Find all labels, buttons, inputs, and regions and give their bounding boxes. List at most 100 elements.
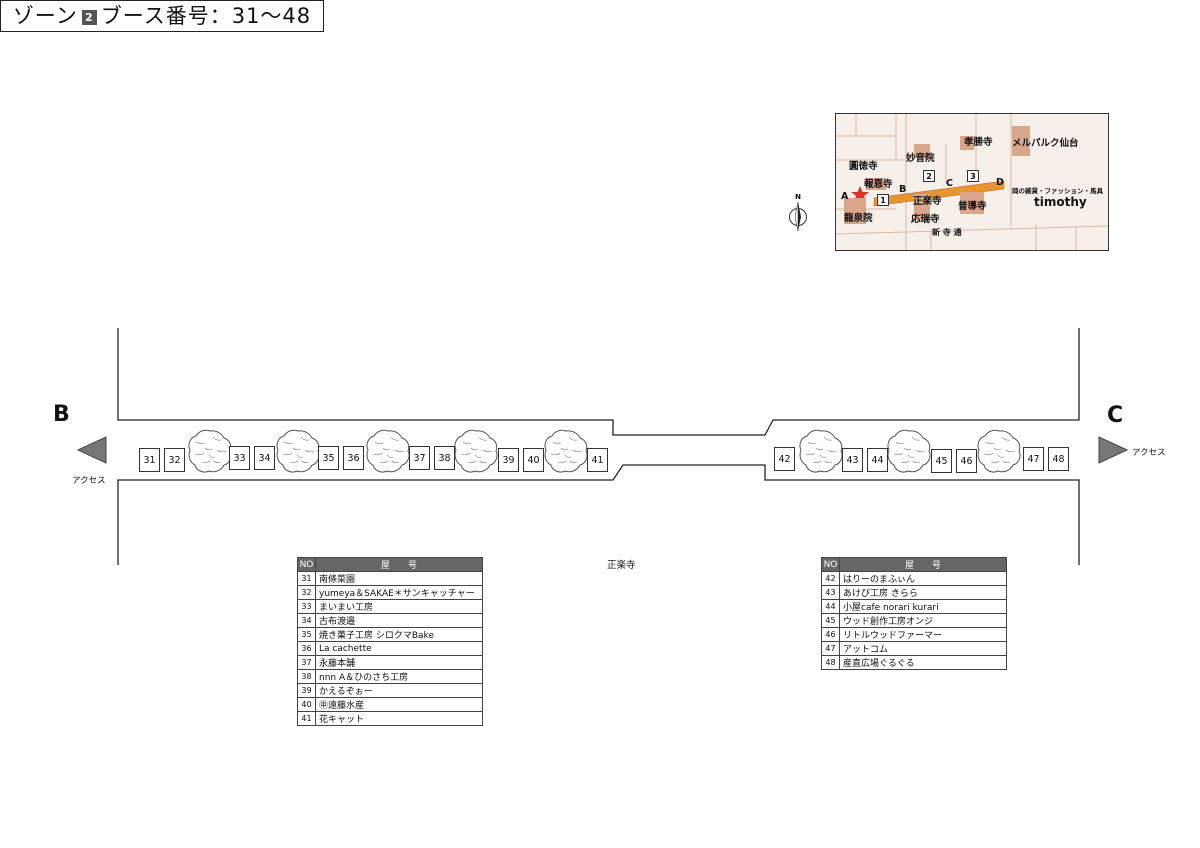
label-street: 新 寺 通: [932, 228, 962, 237]
zone-number-badge: 2: [81, 10, 97, 25]
booth-48[interactable]: 48: [1048, 447, 1069, 471]
shop-name-cell: まいまい工房: [315, 599, 483, 614]
booth-number-cell: 32: [297, 585, 316, 600]
shop-name-cell: nnn A＆ひのさち工房: [315, 669, 483, 684]
shop-name-cell: 焼き菓子工房 シロクマBake: [315, 627, 483, 642]
booth-39[interactable]: 39: [498, 448, 519, 472]
zone-1-marker: 1: [877, 194, 889, 206]
booth-37[interactable]: 37: [409, 446, 430, 470]
label-shorakuji: 正楽寺: [913, 196, 942, 207]
shop-name-cell: かえるぞぉー: [315, 683, 483, 698]
booth-number-cell: 47: [821, 641, 840, 656]
table-header-name: 屋 号: [839, 557, 1007, 572]
shop-name-cell: はりーのまふぃん: [839, 571, 1007, 586]
booth-number-cell: 34: [297, 613, 316, 628]
tree-icon: [976, 428, 1022, 474]
shop-name-cell: あけび工房 きらら: [839, 585, 1007, 600]
building-parco: [1012, 126, 1030, 156]
booth-34[interactable]: 34: [254, 446, 275, 470]
booth-40[interactable]: 40: [523, 448, 544, 472]
point-b: B: [899, 184, 907, 195]
compass-n-label: N: [795, 193, 801, 201]
booth-41[interactable]: 41: [587, 448, 608, 472]
entrance-b-access-label: アクセス: [72, 476, 106, 486]
booth-46[interactable]: 46: [956, 449, 977, 473]
label-ozuiji: 応瑞寺: [911, 214, 940, 225]
shop-name-cell: アットコム: [839, 641, 1007, 656]
booth-number-cell: 45: [821, 613, 840, 628]
left-access-arrow: [76, 436, 107, 464]
north-compass-icon: N: [789, 193, 807, 232]
building-koshoji: [960, 136, 974, 150]
label-entokuji: 圓徳寺: [849, 161, 878, 172]
booth-number-cell: 39: [297, 683, 316, 698]
shop-name-cell: La cachette: [315, 641, 483, 656]
booth-number-cell: 44: [821, 599, 840, 614]
route-stripe: [873, 180, 1005, 207]
label-ryusenin: 龍泉院: [844, 213, 873, 224]
shop-name-cell: リトルウッドファーマー: [839, 627, 1007, 642]
title-suffix: ブース番号：31〜48: [100, 4, 312, 28]
booth-42[interactable]: 42: [774, 447, 795, 471]
label-hoonji: 報恩寺: [864, 179, 893, 190]
building-myoonin: [914, 144, 930, 158]
booth-33[interactable]: 33: [229, 446, 250, 470]
booth-number-cell: 40: [297, 697, 316, 712]
booth-number-cell: 37: [297, 655, 316, 670]
booth-43[interactable]: 43: [842, 448, 863, 472]
booth-38[interactable]: 38: [434, 446, 455, 470]
street-top-edge: [117, 328, 1080, 436]
booth-45[interactable]: 45: [931, 449, 952, 473]
shop-name-cell: 小屋cafe norari kurari: [839, 599, 1007, 614]
booth-31[interactable]: 31: [139, 448, 160, 472]
building-hoonji: [866, 178, 886, 190]
label-shop: timothy: [1034, 195, 1087, 209]
booth-47[interactable]: 47: [1023, 447, 1044, 471]
booth-number-cell: 33: [297, 599, 316, 614]
shop-name-cell: 古布渡邉: [315, 613, 483, 628]
booth-number-cell: 36: [297, 641, 316, 656]
street-bottom-edge: [117, 464, 1080, 565]
shop-name-cell: ウッド創作工房オンジ: [839, 613, 1007, 628]
booth-44[interactable]: 44: [867, 448, 888, 472]
booth-36[interactable]: 36: [343, 446, 364, 470]
tree-icon: [275, 428, 321, 474]
booth-number-cell: 35: [297, 627, 316, 642]
zone-2-marker: 2: [923, 170, 935, 182]
table-header-no: NO: [821, 557, 840, 572]
label-parco: メルパルク仙台: [1012, 138, 1079, 149]
entrance-b-letter: B: [53, 402, 70, 427]
table-header-no: NO: [297, 557, 316, 572]
building-shorakuji: [914, 194, 930, 220]
entrance-c-access-label: アクセス: [1132, 448, 1166, 458]
entrance-c-letter: C: [1107, 403, 1124, 428]
booth-number-cell: 42: [821, 571, 840, 586]
booth-32[interactable]: 32: [164, 448, 185, 472]
tree-icon: [187, 428, 233, 474]
booth-number-cell: 31: [297, 571, 316, 586]
point-c: C: [946, 178, 953, 189]
booth-number-cell: 38: [297, 669, 316, 684]
shop-name-cell: 南條菜園: [315, 571, 483, 586]
shop-name-cell: 永藤本舗: [315, 655, 483, 670]
booth-number-cell: 41: [297, 711, 316, 726]
booth-number-cell: 43: [821, 585, 840, 600]
booth-35[interactable]: 35: [318, 446, 339, 470]
point-a: A: [841, 191, 849, 202]
